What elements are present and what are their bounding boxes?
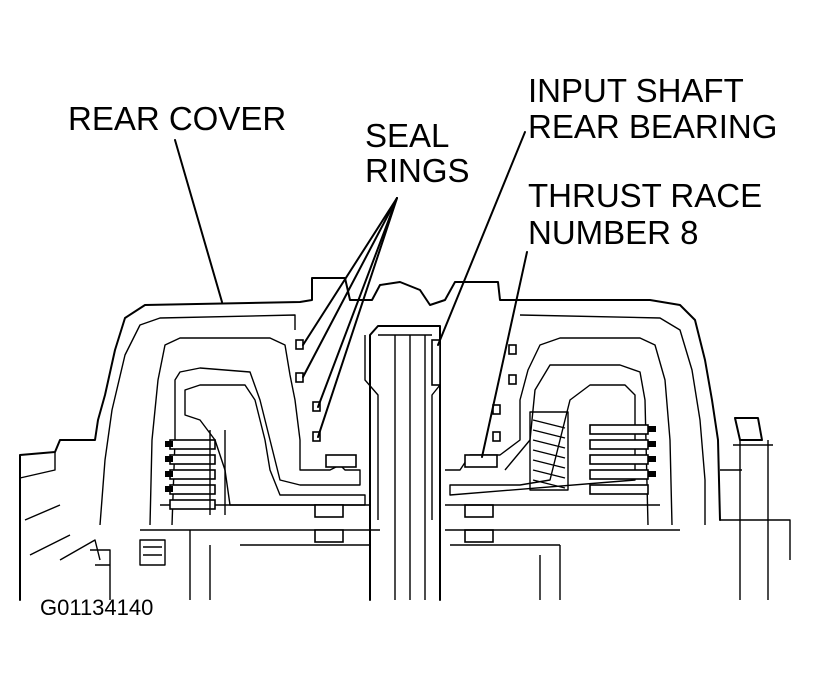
seal-rings xyxy=(295,339,321,442)
left-piston xyxy=(184,384,366,506)
right-hub-lines xyxy=(445,504,680,600)
center-bearing-lower-right xyxy=(464,529,494,543)
housing-bolt xyxy=(720,417,791,600)
return-spring xyxy=(529,411,569,491)
seal-rings-label-line2: RINGS xyxy=(365,152,470,189)
right-seal-rings xyxy=(492,344,517,442)
left-housing-flange xyxy=(19,452,101,561)
left-clutch-drum xyxy=(149,337,361,526)
leader-lines xyxy=(174,131,528,458)
figure-code: G01134140 xyxy=(40,595,154,620)
left-hub-lines xyxy=(140,504,380,600)
rear-cover-label: REAR COVER xyxy=(68,100,287,137)
center-bearing-lower-left xyxy=(314,529,344,543)
input-shaft-rear-bearing xyxy=(364,335,441,520)
thrust-race-number-8 xyxy=(464,454,498,468)
rear-cover-inner-wall xyxy=(99,314,706,526)
thrust-race-label-line1: THRUST RACE xyxy=(528,177,763,214)
thrust-race-label-line2: NUMBER 8 xyxy=(528,214,699,251)
rear-cover-outline xyxy=(19,277,721,601)
lower-housing-hatching xyxy=(90,539,166,600)
center-bearing-upper-left xyxy=(314,504,344,518)
input-shaft-label-line2: REAR BEARING xyxy=(528,108,778,145)
seal-rings-label-line1: SEAL xyxy=(365,117,450,154)
center-bearing-upper-right xyxy=(464,504,494,518)
left-thrust-bearing xyxy=(325,454,357,468)
input-shaft xyxy=(369,325,441,601)
input-shaft-label-line1: INPUT SHAFT xyxy=(528,72,744,109)
rear-bearing-race xyxy=(431,339,441,386)
left-clutch-plates xyxy=(165,430,226,515)
right-clutch-plates xyxy=(589,424,656,495)
